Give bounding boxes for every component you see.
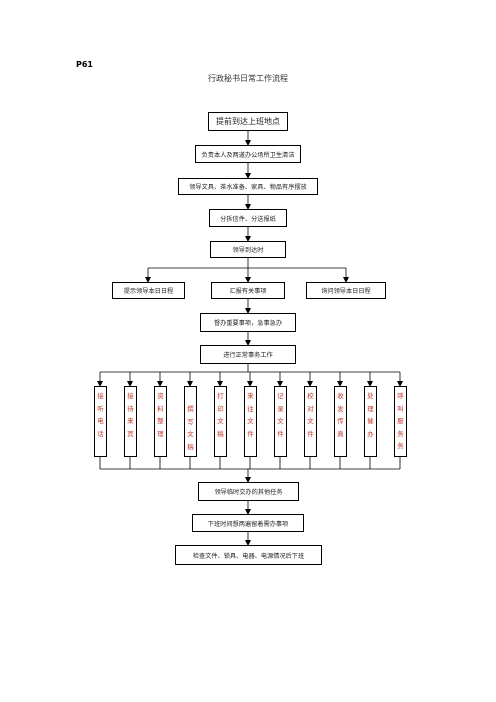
step-arrive-early: 提前到达上班地点	[208, 112, 288, 131]
task-label: 接听电话	[97, 392, 104, 438]
task-box: 撰写文稿	[184, 386, 197, 457]
step-cleaning: 负责本人及两道办公场所卫生清洁	[195, 145, 301, 163]
task-label: 撰写文稿	[187, 405, 194, 451]
step-routine-work: 进行正常事务工作	[200, 345, 296, 364]
task-box: 记录文件	[274, 386, 287, 457]
page-title: 行政秘书日常工作流程	[208, 74, 288, 83]
step-review-pending: 下班时间想两遍留着需办事项	[192, 514, 304, 532]
task-label: 资料整理	[157, 392, 164, 438]
page-label: P61	[76, 60, 93, 69]
branch-report-matters: 汇报有关事项	[211, 282, 285, 299]
task-label: 打印文稿	[217, 392, 224, 438]
task-box: 校对文件	[304, 386, 317, 457]
task-label: 收发传真	[337, 392, 344, 438]
task-box: 收发传真	[334, 386, 347, 457]
step-leader-arrives: 领导到达时	[210, 241, 286, 258]
step-temporary-tasks: 领导临时交办的其他任务	[198, 482, 299, 501]
step-sort-mail: 分拆信件、分送报纸	[209, 209, 287, 227]
task-box: 来往文件	[244, 386, 257, 457]
branch-ask-schedule: 询问领导本日日程	[306, 282, 386, 299]
task-bottom-lines	[99, 457, 401, 469]
task-label: 来往文件	[247, 392, 254, 438]
task-label: 呼叫服务务	[397, 392, 404, 450]
task-box: 资料整理	[154, 386, 167, 457]
task-label: 接待来宾	[127, 392, 134, 438]
task-label: 校对文件	[307, 392, 314, 438]
step-prepare-supplies: 领导文具、茶水准备、家具、物品有序摆放	[178, 178, 318, 195]
task-box: 接听电话	[94, 386, 107, 457]
step-supervise-urgent: 督办重要事项，急事急办	[200, 313, 296, 332]
branch-remind-schedule: 提示领导本日日程	[112, 282, 185, 299]
task-box: 呼叫服务务	[394, 386, 407, 457]
step-final-check: 检查文件、锁具、电器、电源情况后下班	[175, 545, 322, 565]
task-box: 接待来宾	[124, 386, 137, 457]
task-label: 处理催办	[367, 392, 374, 438]
task-arrows	[97, 372, 403, 387]
task-box: 打印文稿	[214, 386, 227, 457]
task-label: 记录文件	[277, 392, 284, 438]
task-box: 处理催办	[364, 386, 377, 457]
